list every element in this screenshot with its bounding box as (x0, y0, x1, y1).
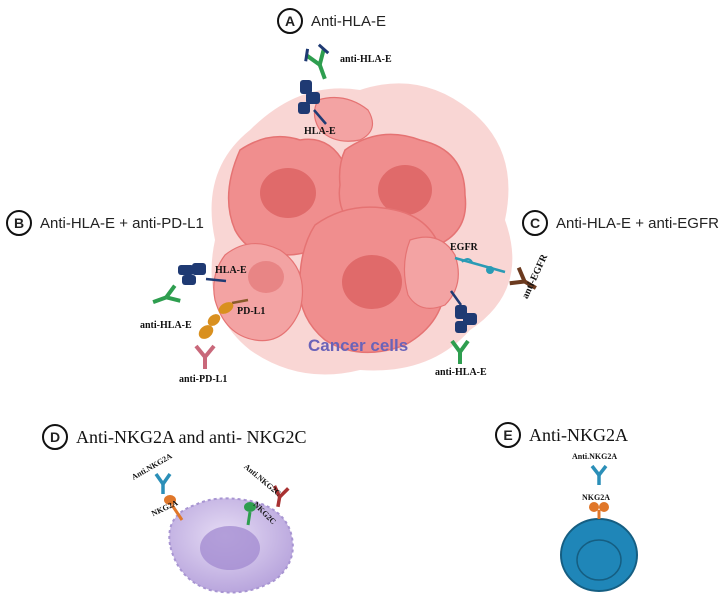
panel-a-badge: A (277, 8, 303, 34)
panel-c-title: C Anti-HLA-E + anti-EGFR (522, 210, 719, 236)
panel-e-heading: Anti-NKG2A (529, 424, 628, 445)
panel-b-heading: Anti-HLA-E + anti-PD-L1 (40, 214, 204, 232)
panel-c-molecules (449, 256, 537, 364)
panel-d-nk-cell (154, 472, 294, 594)
panel-c-heading: Anti-HLA-E + anti-EGFR (556, 214, 719, 232)
pd-l1-molecule (198, 298, 249, 339)
nk-cell-nucleus (200, 526, 260, 570)
hla-e-molecule (178, 263, 227, 285)
panel-a-title: A Anti-HLA-E (277, 8, 386, 34)
label-hla-e-b: HLA-E (215, 265, 247, 276)
e-cell-nucleus (576, 539, 622, 581)
panel-e-badge: E (495, 422, 521, 448)
label-hla-e-a: HLA-E (304, 126, 336, 137)
anti-nkg2c-antibody (272, 485, 290, 508)
nkg2a-receptor (589, 502, 609, 519)
nkg2a-receptor (164, 495, 184, 521)
anti-pd-l1-antibody (194, 344, 216, 369)
panel-c-badge: C (522, 210, 548, 236)
label-anti-nkg2a-e: Anti.NKG2A (572, 452, 618, 461)
panel-b-title: B Anti-HLA-E + anti-PD-L1 (6, 210, 204, 236)
cancer-cell (313, 97, 374, 142)
cancer-nucleus (342, 255, 402, 309)
panel-a-heading: Anti-HLA-E (311, 12, 387, 30)
label-egfr: EGFR (450, 242, 478, 253)
label-nkg2a-e: NKG2A (582, 493, 610, 502)
cancer-cell (213, 243, 304, 342)
panel-d-badge: D (42, 424, 68, 450)
label-pd-l1: PD-L1 (237, 306, 266, 317)
panel-d-heading: Anti-NKG2A and anti- NKG2C (76, 426, 307, 447)
anti-hla-e-antibody (152, 284, 181, 305)
anti-egfr-antibody (509, 266, 537, 290)
label-anti-hla-e-c: anti-HLA-E (435, 367, 487, 378)
anti-nkg2a-antibody (154, 472, 172, 494)
hla-e-molecule (449, 290, 477, 333)
label-anti-hla-e-a: anti-HLA-E (340, 54, 392, 65)
panel-e-title: E Anti-NKG2A (495, 422, 628, 448)
cancer-nucleus (248, 261, 284, 293)
panel-e-cell (560, 464, 638, 592)
cancer-nucleus (378, 165, 432, 215)
anti-hla-e-antibody (304, 43, 330, 80)
egfr-molecule (454, 256, 506, 274)
anti-nkg2a-antibody (590, 464, 608, 485)
nkg2c-receptor (244, 502, 256, 526)
cancer-cell-cluster (211, 83, 513, 375)
label-anti-pd-l1: anti-PD-L1 (179, 374, 228, 385)
panel-b-badge: B (6, 210, 32, 236)
panel-a-molecules (298, 43, 330, 125)
hla-e-molecule (298, 80, 327, 125)
cancer-nucleus (260, 168, 316, 218)
anti-hla-e-antibody (450, 339, 470, 364)
cancer-cells-label: Cancer cells (308, 336, 409, 355)
panel-b-molecules (152, 263, 249, 369)
cancer-cell (403, 236, 459, 309)
label-anti-hla-e-b: anti-HLA-E (140, 320, 192, 331)
panel-d-title: D Anti-NKG2A and anti- NKG2C (42, 424, 306, 450)
